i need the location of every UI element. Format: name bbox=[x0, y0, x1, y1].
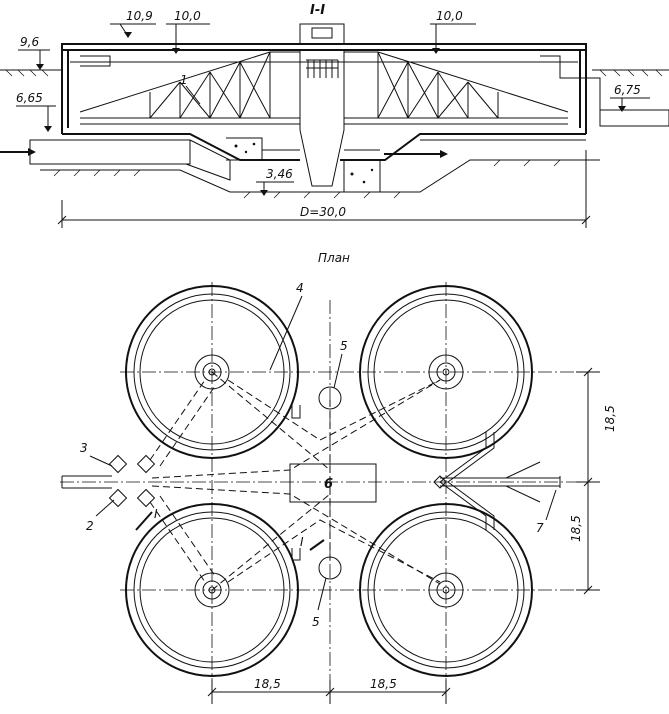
diameter-dim-ext bbox=[61, 150, 587, 228]
inlet-pipe bbox=[29, 139, 191, 165]
plan-title: План bbox=[318, 251, 350, 265]
dim-right-top-label: 18,5 bbox=[603, 405, 617, 432]
elev-marker-sludge bbox=[256, 181, 294, 196]
dim-right-bottom-label: 18,5 bbox=[569, 515, 583, 542]
callout-4-leader bbox=[269, 295, 303, 371]
section-mark-right-label: I bbox=[300, 535, 304, 549]
callout-5-bottom-label: 5 bbox=[312, 615, 320, 629]
drive-motor bbox=[311, 27, 333, 39]
callout-5-top-label: 5 bbox=[340, 339, 348, 353]
callout-2-leader bbox=[95, 499, 115, 517]
dim-right-ticks bbox=[583, 367, 593, 595]
truss-left-verticals bbox=[149, 52, 271, 118]
elev-marker-water-left bbox=[166, 23, 210, 54]
section-view: I-I 10,9 10,0 10,0 9,6 6,65 6,75 3,46 1 … bbox=[0, 3, 669, 228]
dim-bottom-left-label: 18,5 bbox=[254, 677, 281, 691]
inlet-arrowhead bbox=[28, 148, 36, 156]
truss-left-diagonals bbox=[149, 51, 271, 119]
elev-inlet-label: 6,65 bbox=[16, 91, 43, 105]
elev-marker-outlet bbox=[610, 97, 650, 112]
foundation-line bbox=[40, 159, 600, 193]
callout-5-top-leader bbox=[333, 353, 343, 389]
section-mark-left-arrow bbox=[135, 511, 153, 531]
tank-floor-left bbox=[62, 133, 300, 161]
dim-bottom-ticks bbox=[207, 687, 451, 697]
outlet-trough bbox=[540, 55, 601, 120]
inflow-pipelines bbox=[149, 371, 441, 591]
column-bars bbox=[307, 60, 339, 78]
tank-wall-top-rim bbox=[61, 43, 587, 51]
elev-sludge-label: 3,46 bbox=[266, 167, 293, 181]
concrete-block-right bbox=[343, 160, 381, 193]
elev-wall-top-label: 10,9 bbox=[126, 9, 153, 23]
truss-right-verticals bbox=[377, 52, 499, 118]
outlet-pipelines bbox=[291, 405, 561, 561]
foundation-hatch bbox=[53, 159, 561, 199]
left-trough bbox=[80, 55, 111, 67]
distribution-chambers bbox=[108, 454, 156, 508]
elev-marker-ground bbox=[18, 49, 50, 70]
central-column bbox=[299, 50, 345, 187]
well-top bbox=[318, 386, 342, 410]
elev-marker-wall-top bbox=[110, 23, 156, 38]
elev-outlet-label: 6,75 bbox=[614, 83, 641, 97]
section-title: I-I bbox=[310, 3, 325, 18]
diameter-dim-ticks bbox=[57, 215, 591, 225]
section-mark-left-label: I bbox=[154, 507, 158, 521]
dim-bottom-right-label: 18,5 bbox=[370, 677, 397, 691]
tank-bottom-right bbox=[359, 503, 533, 677]
elev-ground-label: 9,6 bbox=[20, 35, 39, 49]
tank-top-right bbox=[359, 285, 533, 459]
tank-top-left bbox=[125, 285, 299, 459]
well-bottom bbox=[318, 556, 342, 580]
callout-6-label: 6 bbox=[324, 477, 333, 492]
ground-hatch-right bbox=[599, 69, 663, 77]
inlet-pipe-bend bbox=[185, 139, 231, 181]
tank-bottom-left bbox=[125, 503, 299, 677]
concrete-block-left bbox=[226, 137, 263, 161]
sludge-pump-station bbox=[289, 463, 377, 503]
callout-7-leader bbox=[545, 489, 557, 521]
callout-7-label: 7 bbox=[536, 521, 544, 535]
central-drive-housing bbox=[299, 23, 345, 45]
elev-marker-water-right bbox=[430, 23, 476, 54]
callout-5-bottom-leader bbox=[317, 577, 327, 611]
section-mark-right-arrow bbox=[309, 539, 325, 551]
truss-right-diagonals bbox=[377, 51, 499, 119]
callout-1-label: 1 bbox=[180, 73, 188, 87]
outlet-pipe bbox=[599, 109, 669, 127]
callout-1-leader bbox=[185, 85, 201, 105]
sludge-pipelines bbox=[227, 379, 441, 583]
callout-3-label: 3 bbox=[80, 441, 88, 455]
elev-water-left-label: 10,0 bbox=[174, 9, 201, 23]
plan-inlet-pipe bbox=[61, 475, 112, 489]
tank-floor-right bbox=[340, 133, 586, 161]
ground-hatch-left bbox=[5, 69, 49, 77]
callout-3-leader bbox=[89, 455, 113, 467]
elev-marker-inlet bbox=[16, 105, 56, 132]
column-stripes bbox=[306, 59, 338, 69]
sludge-arrowhead bbox=[440, 150, 448, 158]
plan-view: План bbox=[60, 251, 617, 704]
callout-4-label: 4 bbox=[296, 281, 304, 295]
diameter-label: D=30,0 bbox=[300, 205, 346, 219]
elev-water-right-label: 10,0 bbox=[436, 9, 463, 23]
callout-2-label: 2 bbox=[86, 519, 94, 533]
